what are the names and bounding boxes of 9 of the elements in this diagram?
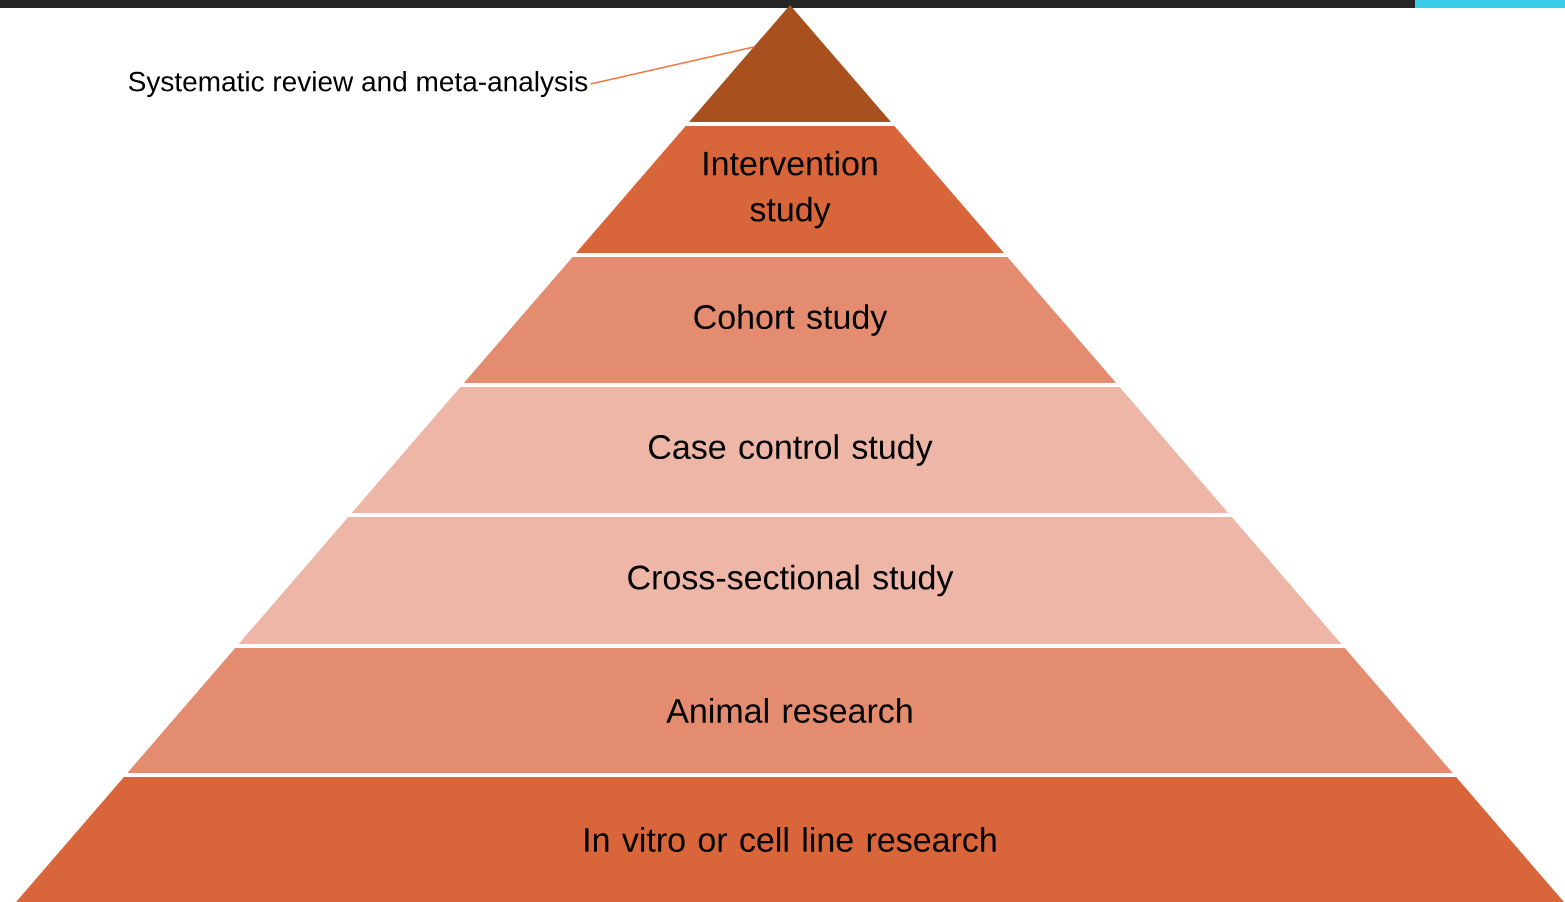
pyramid-band: Animal research bbox=[127, 648, 1453, 773]
leader-line bbox=[589, 46, 755, 85]
pyramid-band: Cohort study bbox=[463, 257, 1117, 383]
pyramid-band: Case control study bbox=[351, 387, 1229, 513]
pyramid-band: Cross-sectional study bbox=[238, 517, 1342, 644]
level-label: Systematic review and meta-analysis bbox=[128, 70, 588, 98]
pyramid-band: Intervention study bbox=[576, 126, 1004, 253]
pyramid-band: In vitro or cell line research bbox=[16, 777, 1564, 902]
pyramid-apex bbox=[689, 5, 891, 122]
